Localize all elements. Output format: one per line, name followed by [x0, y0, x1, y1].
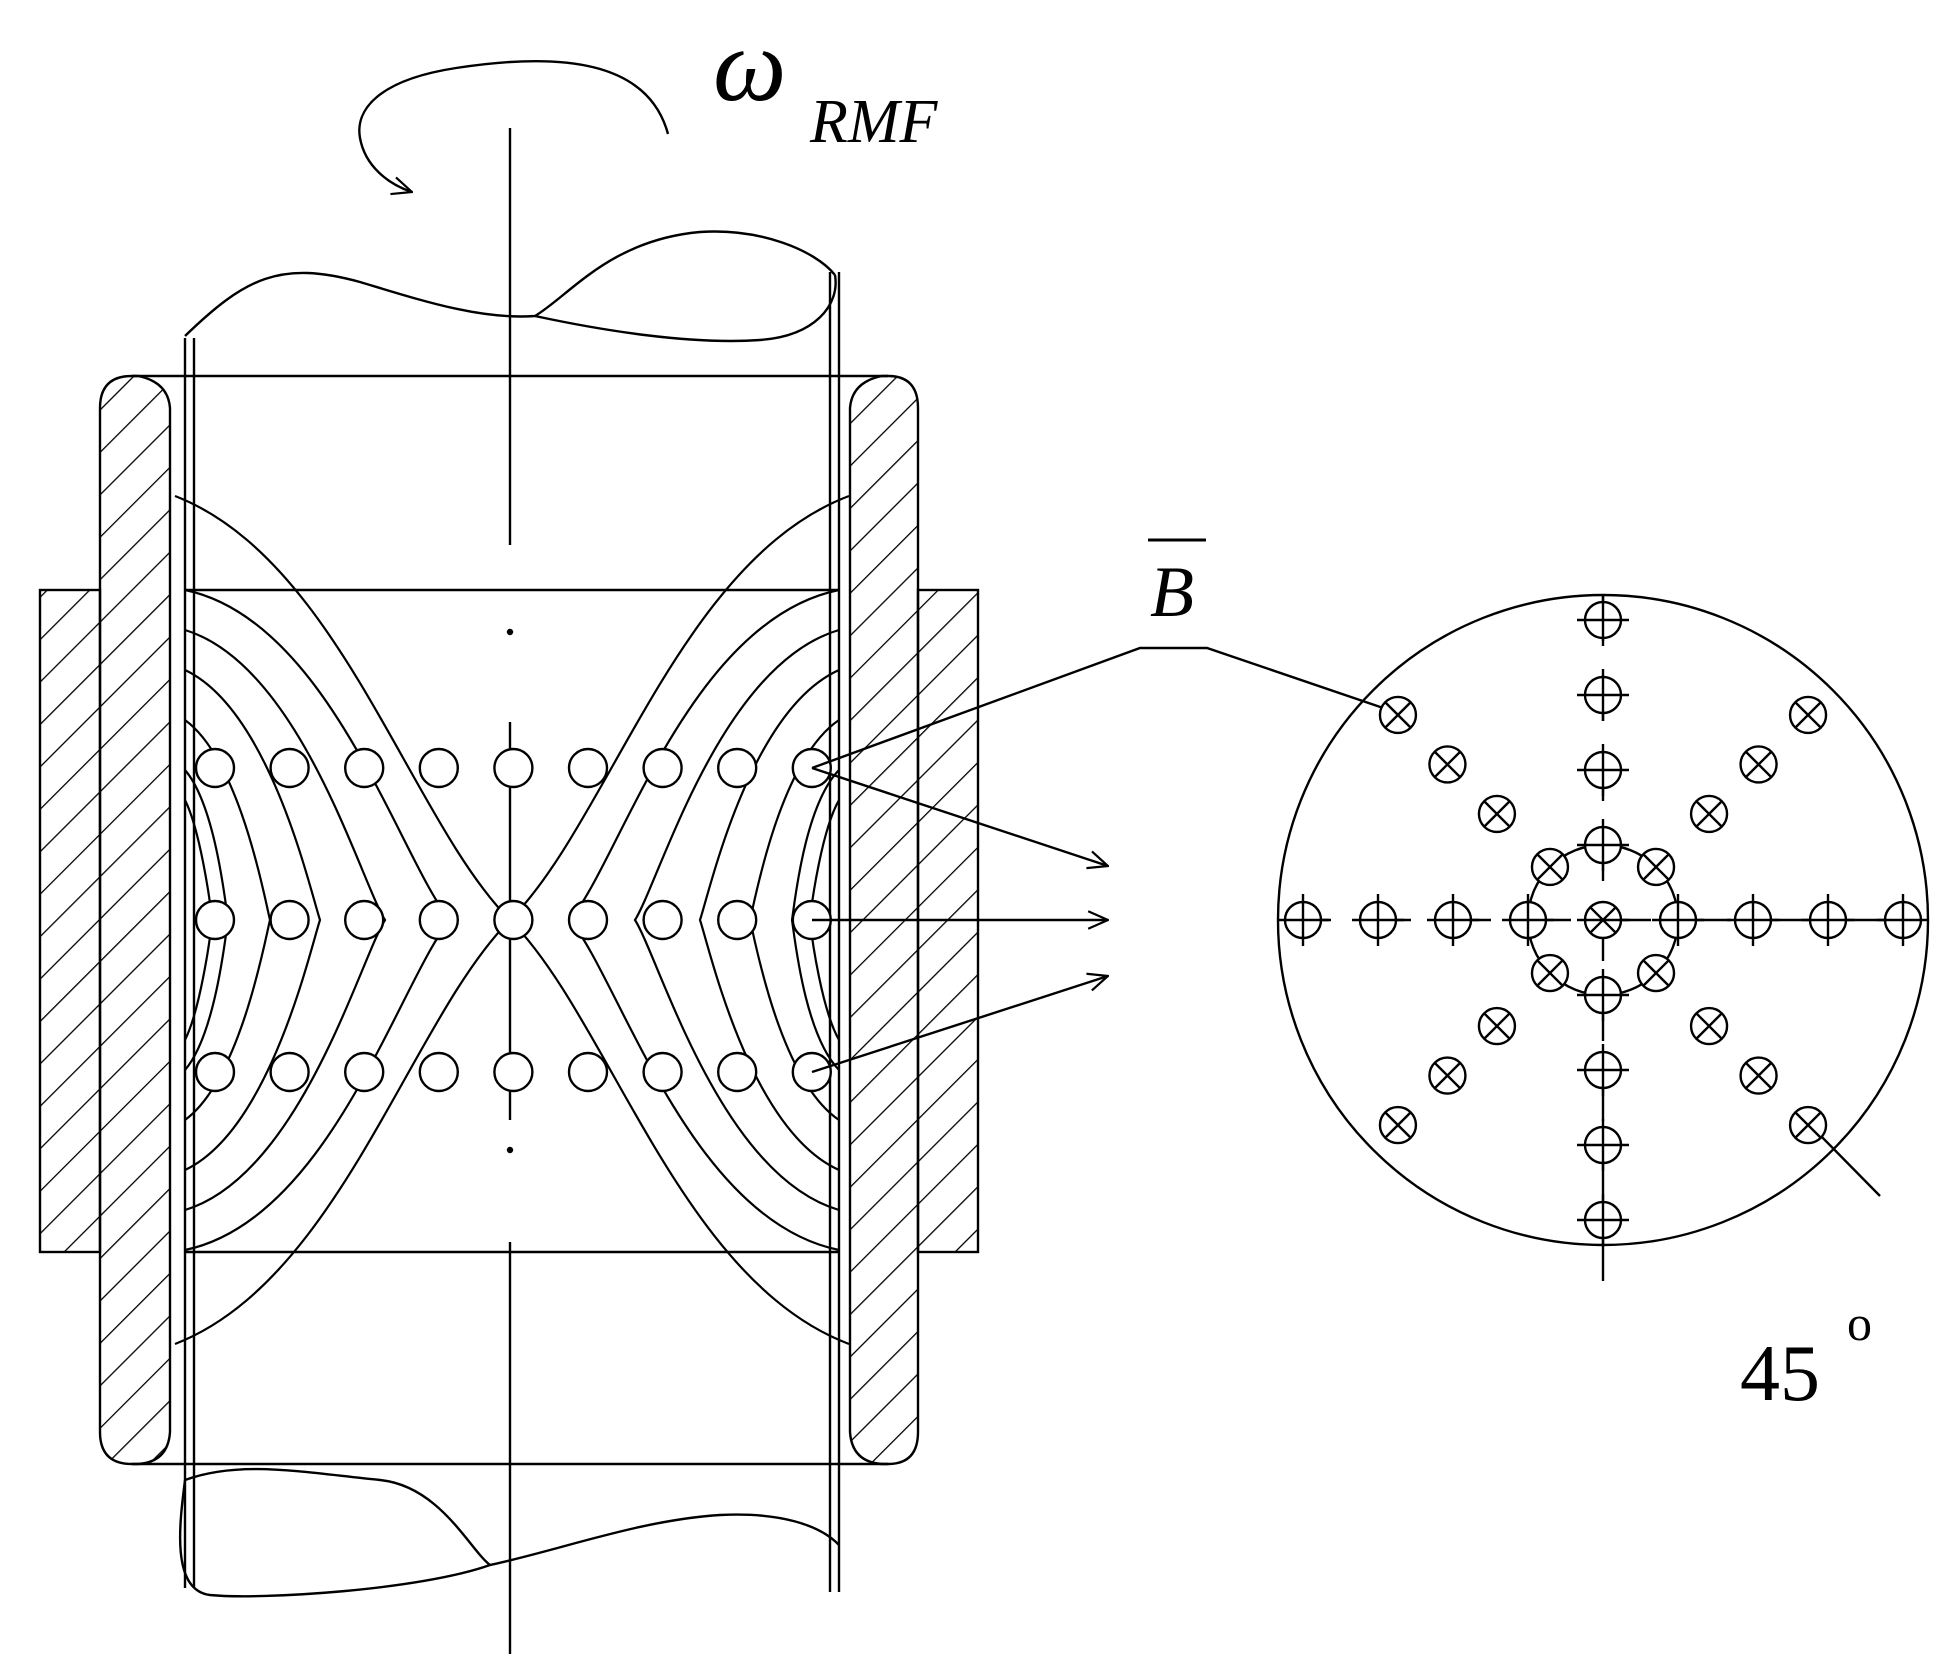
field-marker-plus	[1577, 1194, 1629, 1246]
omega-symbol: ω	[713, 8, 786, 123]
field-marker-cross	[1636, 847, 1676, 887]
core-block-left	[38, 588, 102, 1254]
probe-point	[344, 899, 385, 941]
probe-point	[418, 1051, 459, 1093]
axis-dot-top	[506, 628, 514, 636]
field-marker-plus	[1577, 1119, 1629, 1171]
probe-point	[567, 899, 609, 941]
probe-point	[791, 747, 832, 789]
probe-point	[344, 747, 385, 789]
probe-point	[717, 899, 758, 941]
probe-point	[717, 1051, 758, 1093]
probe-point	[194, 747, 236, 789]
field-marker-cross	[1788, 1105, 1828, 1145]
field-marker-cross	[1739, 745, 1778, 784]
probe-point	[717, 747, 758, 789]
probe-point	[493, 899, 534, 941]
probe-point	[194, 899, 236, 941]
field-marker-cross	[1689, 1006, 1729, 1046]
angle-leader-line	[1814, 1129, 1881, 1197]
field-marker-plus	[1577, 594, 1629, 646]
field-marker-cross	[1378, 695, 1418, 735]
field-symbol: B	[1150, 552, 1194, 632]
probe-point	[269, 899, 310, 941]
field-marker-cross	[1477, 794, 1517, 834]
crucible	[178, 230, 841, 1598]
probe-point	[791, 1051, 832, 1093]
probe-point	[418, 899, 459, 941]
field-marker-cross	[1378, 1105, 1418, 1145]
field-marker-cross	[1428, 1056, 1467, 1095]
field-marker-plus	[1577, 669, 1629, 721]
field-marker-plus	[1577, 969, 1629, 1021]
axis-dot-bottom	[506, 1146, 514, 1154]
probe-point	[642, 1051, 683, 1093]
field-marker-plus	[1727, 894, 1779, 946]
field-marker-cross	[1477, 1006, 1517, 1046]
field-marker-cross	[1739, 1056, 1778, 1095]
probe-point	[493, 1051, 534, 1093]
probe-point	[567, 747, 609, 789]
field-marker-cross	[1689, 794, 1729, 834]
probe-point	[269, 747, 310, 789]
field-marker-plus	[1502, 894, 1554, 946]
field-marker-cross	[1530, 953, 1570, 993]
field-marker-plus	[1577, 1044, 1629, 1096]
field-marker-plus	[1577, 819, 1629, 871]
probe-grid	[194, 747, 832, 1093]
field-marker-plus	[1277, 894, 1329, 946]
field-marker-cross	[1428, 745, 1467, 784]
field-marker-plus	[1427, 894, 1479, 946]
angle-value: 45	[1740, 1330, 1820, 1418]
field-marker-cross	[1788, 695, 1828, 735]
probe-point	[567, 1051, 609, 1093]
probe-point	[344, 1051, 385, 1093]
field-arrow-upper	[811, 766, 1108, 866]
probe-point	[418, 747, 459, 789]
probe-point	[642, 747, 683, 789]
field-marker-cross	[1530, 847, 1570, 887]
cross-section-view	[1276, 593, 1930, 1310]
field-arrow-lower	[811, 976, 1108, 1074]
probe-point	[194, 1051, 236, 1093]
rotation-arrow	[358, 59, 670, 192]
omega-subscript: RMF	[809, 88, 939, 156]
field-leader-line	[811, 646, 1396, 770]
angle-unit: o	[1847, 1295, 1872, 1351]
field-marker-plus	[1877, 894, 1929, 946]
field-marker-plus	[1652, 894, 1704, 946]
probe-point	[269, 1051, 310, 1093]
field-marker-plus	[1802, 894, 1854, 946]
probe-point	[642, 899, 683, 941]
field-marker-plus	[1577, 744, 1629, 796]
field-marker-plus	[1352, 894, 1404, 946]
field-marker-cross	[1636, 953, 1676, 993]
probe-point	[493, 747, 534, 789]
